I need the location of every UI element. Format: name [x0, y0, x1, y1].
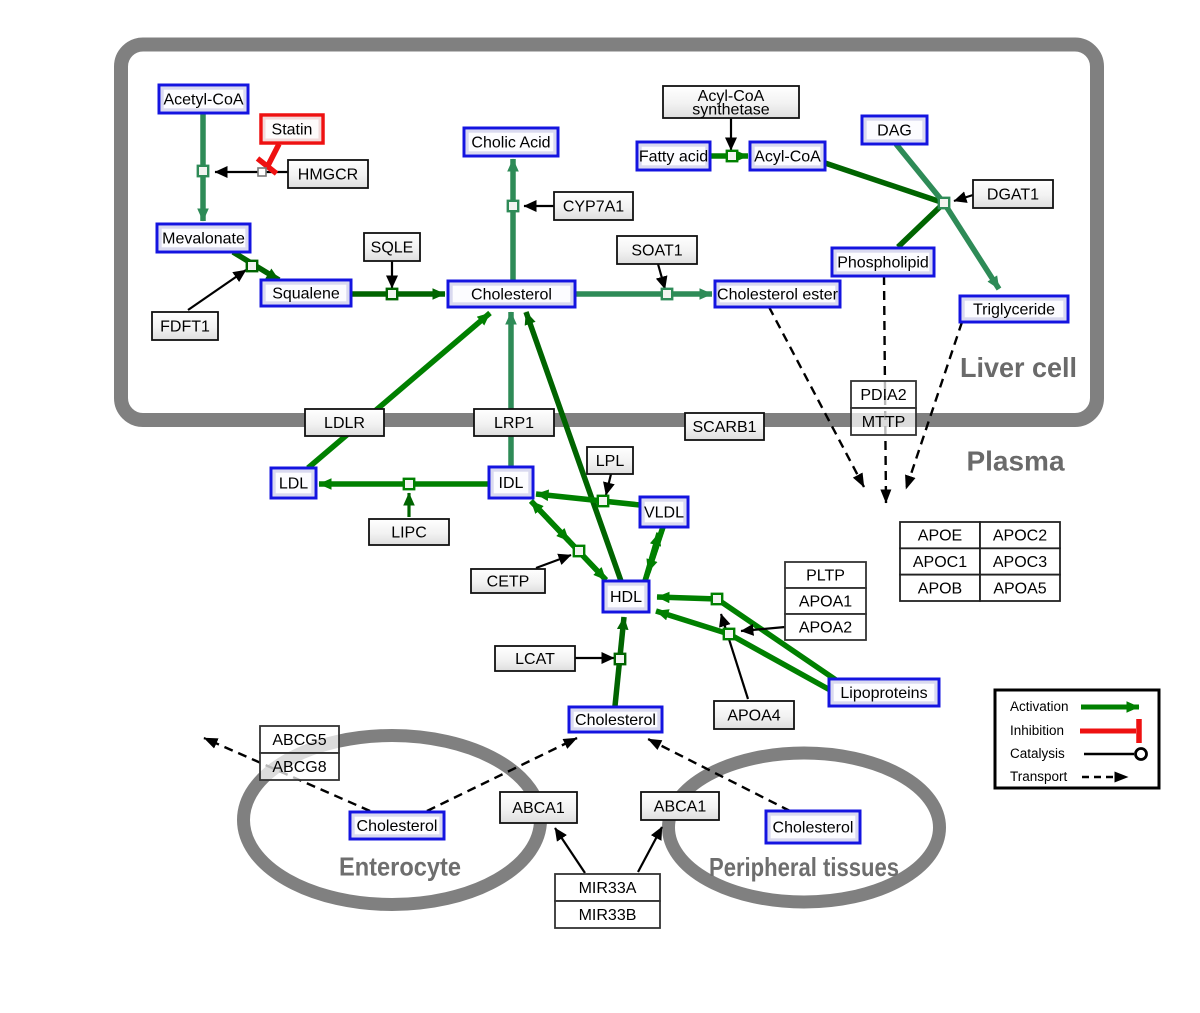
- svg-text:Statin: Statin: [272, 122, 313, 139]
- svg-text:LRP1: LRP1: [494, 415, 534, 432]
- svg-text:HDL: HDL: [610, 589, 642, 606]
- svg-text:Lipoproteins: Lipoproteins: [840, 685, 927, 702]
- svg-text:Cholesterol: Cholesterol: [773, 820, 854, 837]
- svg-text:Squalene: Squalene: [272, 286, 340, 303]
- svg-text:APOC1: APOC1: [913, 554, 967, 571]
- svg-text:Phospholipid: Phospholipid: [837, 255, 929, 272]
- svg-text:synthetase: synthetase: [692, 102, 769, 119]
- svg-text:SQLE: SQLE: [371, 240, 414, 257]
- svg-text:APOB: APOB: [918, 580, 962, 597]
- svg-text:PDIA2: PDIA2: [860, 387, 906, 404]
- svg-text:LCAT: LCAT: [515, 651, 555, 668]
- svg-text:Enterocyte: Enterocyte: [339, 851, 461, 881]
- svg-text:MIR33B: MIR33B: [579, 907, 637, 924]
- svg-text:DAG: DAG: [877, 123, 912, 140]
- svg-text:Cholesterol: Cholesterol: [471, 287, 552, 304]
- svg-text:PLTP: PLTP: [806, 568, 845, 585]
- svg-text:FDFT1: FDFT1: [160, 319, 210, 336]
- svg-text:Catalysis: Catalysis: [1010, 746, 1065, 761]
- svg-text:APOA2: APOA2: [799, 620, 852, 637]
- svg-text:APOC3: APOC3: [993, 554, 1047, 571]
- svg-text:Acetyl-CoA: Acetyl-CoA: [163, 92, 243, 109]
- svg-text:APOE: APOE: [918, 528, 962, 545]
- svg-text:Plasma: Plasma: [966, 446, 1064, 477]
- svg-text:APOC2: APOC2: [993, 528, 1047, 545]
- svg-text:Inhibition: Inhibition: [1010, 723, 1064, 738]
- svg-text:ABCA1: ABCA1: [654, 799, 707, 816]
- svg-text:CYP7A1: CYP7A1: [563, 199, 624, 216]
- svg-text:Cholesterol: Cholesterol: [357, 818, 438, 835]
- svg-text:MTTP: MTTP: [862, 414, 906, 431]
- svg-text:ABCG5: ABCG5: [272, 732, 326, 749]
- svg-text:Transport: Transport: [1010, 769, 1068, 784]
- svg-text:APOA1: APOA1: [799, 594, 852, 611]
- svg-text:APOA4: APOA4: [727, 708, 780, 725]
- svg-text:Cholesterol: Cholesterol: [575, 712, 656, 729]
- svg-text:SOAT1: SOAT1: [631, 243, 682, 260]
- svg-text:MIR33A: MIR33A: [579, 880, 637, 897]
- svg-text:LPL: LPL: [596, 453, 625, 470]
- svg-text:DGAT1: DGAT1: [987, 187, 1039, 204]
- svg-text:Acyl-CoA: Acyl-CoA: [698, 88, 765, 105]
- svg-text:ABCG8: ABCG8: [272, 759, 326, 776]
- svg-text:HMGCR: HMGCR: [298, 167, 358, 184]
- svg-text:CETP: CETP: [487, 574, 530, 591]
- svg-text:Triglyceride: Triglyceride: [973, 302, 1055, 319]
- svg-text:Acyl-CoA: Acyl-CoA: [754, 149, 821, 166]
- svg-text:Cholic Acid: Cholic Acid: [471, 135, 550, 152]
- svg-text:Cholesterol ester: Cholesterol ester: [717, 287, 839, 304]
- svg-text:APOA5: APOA5: [993, 580, 1046, 597]
- svg-text:LDL: LDL: [279, 476, 308, 493]
- svg-text:ABCA1: ABCA1: [512, 800, 565, 817]
- svg-text:LIPC: LIPC: [391, 525, 427, 542]
- svg-text:Mevalonate: Mevalonate: [162, 231, 245, 248]
- svg-text:IDL: IDL: [499, 475, 524, 492]
- svg-text:SCARB1: SCARB1: [692, 419, 756, 436]
- svg-text:LDLR: LDLR: [324, 415, 365, 432]
- svg-text:Fatty acid: Fatty acid: [639, 149, 708, 166]
- svg-text:Peripheral tissues: Peripheral tissues: [709, 852, 899, 882]
- svg-text:Activation: Activation: [1010, 699, 1069, 714]
- svg-text:VLDL: VLDL: [644, 505, 684, 522]
- svg-text:Liver cell: Liver cell: [960, 352, 1077, 383]
